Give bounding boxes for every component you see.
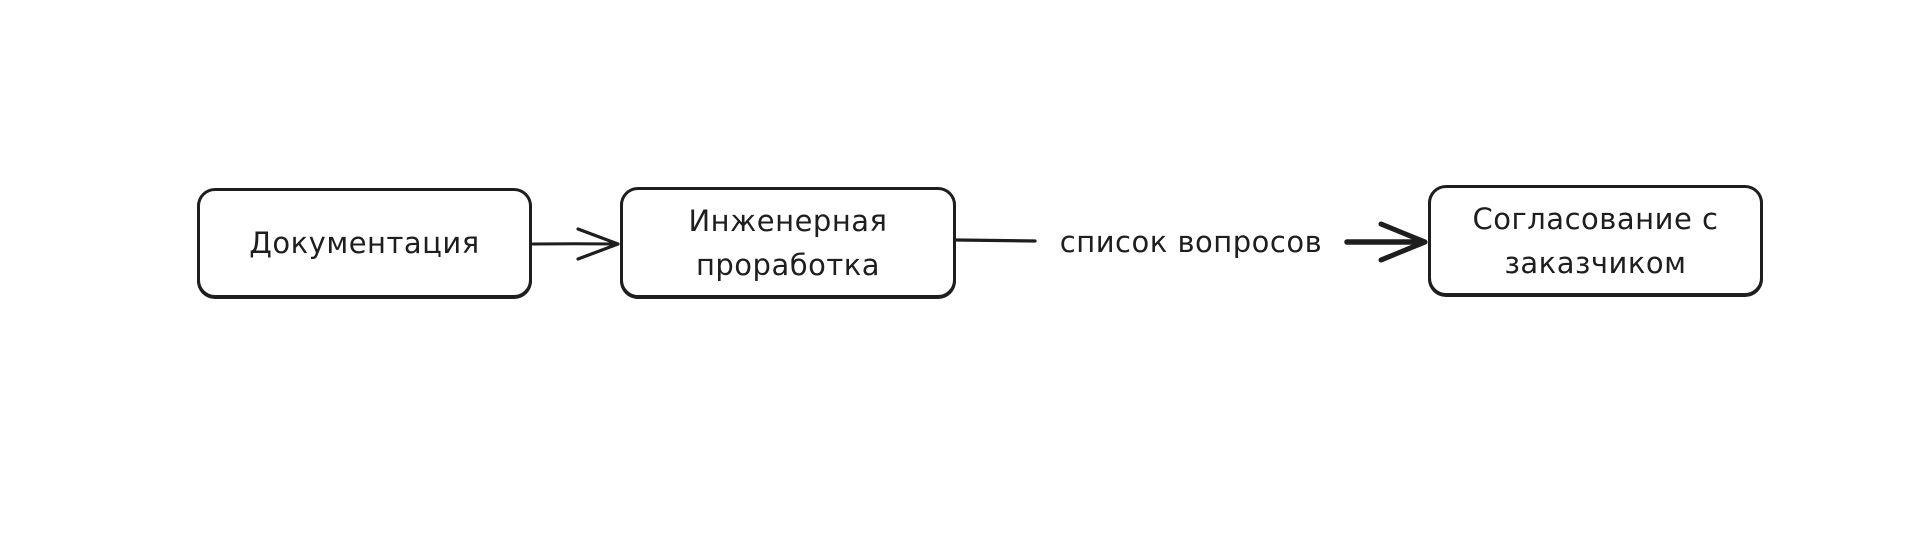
arrowhead-icon <box>1378 221 1428 263</box>
edge-documentation-to-engineering[interactable] <box>531 227 620 261</box>
node-customer-approval[interactable]: Согласование с заказчиком <box>1428 185 1763 296</box>
arrowhead-icon <box>576 227 620 261</box>
node-documentation[interactable]: Документация <box>197 188 532 298</box>
node-label: Инженерная проработка <box>688 203 888 282</box>
node-label: Документация <box>249 226 480 260</box>
node-label: Согласование с заказчиком <box>1472 201 1719 280</box>
node-engineering-study[interactable]: Инженерная проработка <box>620 187 956 298</box>
edge-label-question-list[interactable]: список вопросов <box>1043 220 1339 264</box>
